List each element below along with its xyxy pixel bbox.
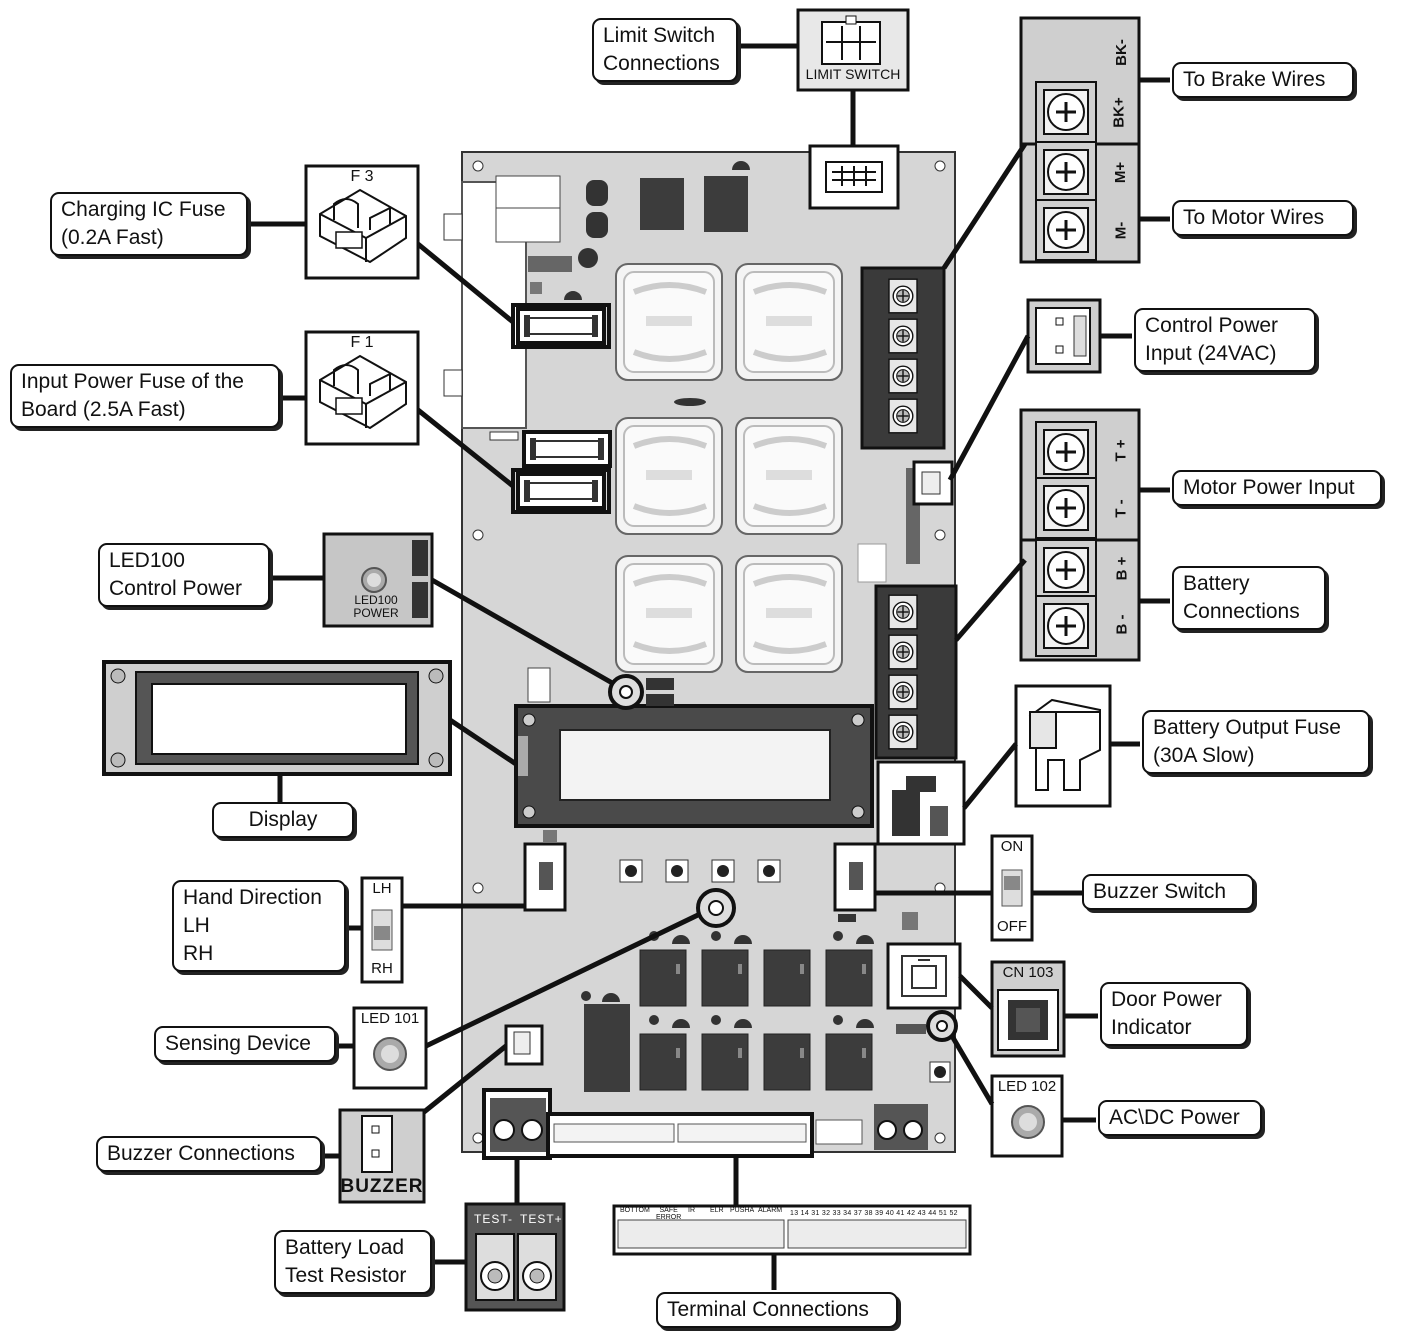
- switch-off-label: OFF: [997, 918, 1027, 935]
- terminal-t-minus-label: T -: [1112, 499, 1130, 518]
- switch-on-label: ON: [1000, 838, 1024, 855]
- led100-label-line1: LED100: [354, 593, 398, 607]
- callout-hand-direction: Hand Direction LH RH: [172, 880, 346, 972]
- switch-rh-label: RH: [371, 960, 393, 977]
- callout-battery-output-fuse: Battery Output Fuse (30A Slow): [1142, 710, 1370, 774]
- callout-control-power: Control Power Input (24VAC): [1134, 308, 1316, 372]
- terminal-ir-label: IR: [688, 1207, 695, 1214]
- terminal-safe-label: SAFE: [659, 1207, 678, 1214]
- callout-input-power-fuse: Input Power Fuse of the Board (2.5A Fast…: [10, 364, 280, 428]
- callout-motor-wires: To Motor Wires: [1172, 200, 1354, 236]
- terminal-pusha-label: PUSHA: [730, 1207, 755, 1214]
- callout-battery-connections: Battery Connections: [1172, 566, 1326, 630]
- terminal-bottom-label: BOTTOM: [620, 1207, 650, 1214]
- callout-buzzer-switch: Buzzer Switch: [1082, 874, 1254, 910]
- terminal-m-minus-label: M-: [1112, 221, 1130, 240]
- callout-brake-wires: To Brake Wires: [1172, 62, 1354, 98]
- callout-door-power: Door Power Indicator: [1100, 982, 1248, 1046]
- terminal-m-plus-label: M+: [1112, 161, 1130, 184]
- callout-led100: LED100 Control Power: [98, 543, 270, 607]
- buzzer-label: BUZZER: [340, 1176, 424, 1197]
- callout-motor-power-input: Motor Power Input: [1172, 470, 1382, 506]
- callout-acdc-power: AC\DC Power: [1098, 1100, 1262, 1136]
- cn103-label: CN 103: [1002, 964, 1054, 981]
- switch-lh-label: LH: [372, 880, 392, 897]
- callout-charging-ic-fuse: Charging IC Fuse (0.2A Fast): [50, 192, 248, 256]
- callout-buzzer-connections: Buzzer Connections: [96, 1136, 322, 1172]
- terminal-b-plus-label: B +: [1113, 556, 1131, 581]
- terminal-bk-plus-label: BK+: [1110, 97, 1128, 128]
- led102-label: LED 102: [997, 1078, 1057, 1095]
- callout-display: Display: [212, 802, 354, 838]
- terminal-b-minus-label: B -: [1113, 614, 1131, 635]
- callout-battery-load-test: Battery Load Test Resistor: [274, 1230, 432, 1294]
- callout-limit-switch: Limit Switch Connections: [592, 18, 738, 82]
- test-plus-label: TEST+: [520, 1212, 563, 1226]
- terminal-t-plus-label: T +: [1112, 439, 1130, 462]
- terminal-bk-minus-label: BK-: [1112, 39, 1130, 66]
- callout-terminal-connections: Terminal Connections: [656, 1292, 898, 1328]
- led100-label-line2: POWER: [353, 606, 399, 620]
- fuse-f1-label: F 1: [350, 334, 374, 351]
- fuse-f3-label: F 3: [350, 168, 374, 185]
- terminal-alarm-label: ALARM: [758, 1207, 783, 1214]
- callout-sensing-device: Sensing Device: [154, 1026, 336, 1062]
- terminal-error-label: ERROR: [656, 1214, 682, 1221]
- terminal-numbers-label: 13 14 31 32 33 34 37 38 39 40 41 42 43 4…: [790, 1210, 958, 1217]
- test-minus-label: TEST-: [474, 1212, 514, 1226]
- led101-label: LED 101: [360, 1010, 420, 1027]
- limit-switch-label: LIMIT SWITCH: [805, 66, 901, 82]
- terminal-elr-label: ELR: [710, 1207, 724, 1214]
